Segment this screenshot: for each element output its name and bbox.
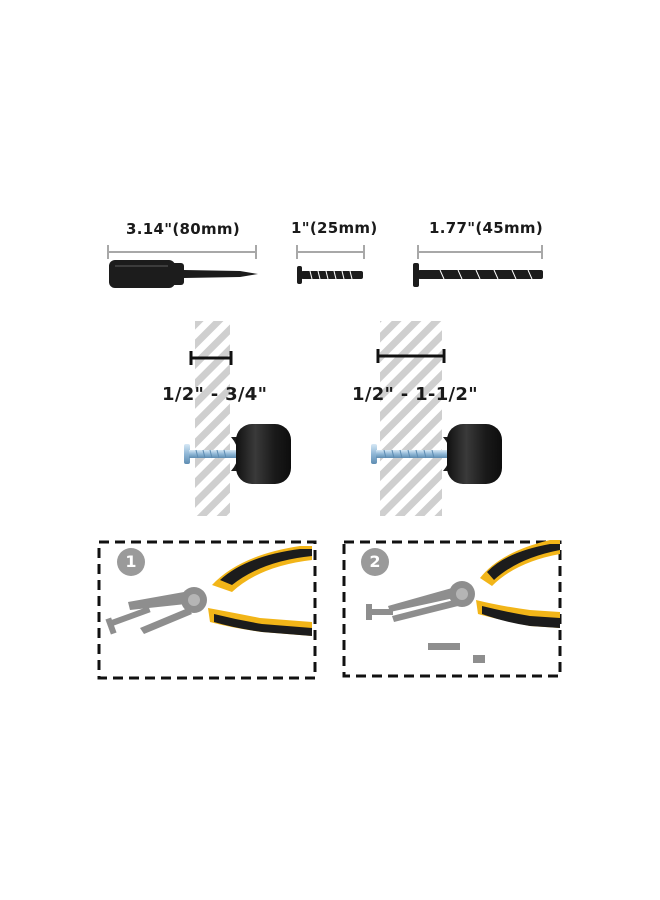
step-2-badge	[361, 548, 389, 576]
pliers-icon	[105, 546, 312, 636]
step-2-number: 2	[369, 552, 381, 571]
knob-icon	[231, 424, 291, 484]
bolt-icon	[184, 444, 243, 464]
step-2-frame	[342, 540, 562, 678]
long-screw-length-label: 1.77"(45mm)	[429, 219, 543, 237]
long-screw-dimension-line	[417, 245, 543, 259]
knob-icon	[443, 424, 502, 484]
thin-door-thickness-marker	[189, 351, 233, 365]
thick-door-thickness-marker	[376, 349, 446, 363]
bolt-icon	[371, 444, 454, 464]
step-1-badge	[117, 548, 145, 576]
long-screw-icon	[413, 263, 543, 287]
short-screw-icon	[297, 266, 363, 284]
pliers-icon	[366, 540, 560, 663]
step-1-number: 1	[125, 552, 137, 571]
screwdriver-length-label: 3.14"(80mm)	[126, 220, 240, 238]
short-screw-dimension-line	[296, 245, 365, 259]
short-screw-length-label: 1"(25mm)	[291, 219, 378, 237]
screwdriver-dimension-line	[107, 245, 257, 259]
thin-door-panel	[195, 321, 230, 516]
screwdriver-icon	[109, 260, 258, 288]
thick-door-thickness-label: 1/2" - 1-1/2"	[352, 384, 478, 405]
thin-door-thickness-label: 1/2" - 3/4"	[162, 384, 268, 405]
thick-door-panel	[380, 321, 442, 516]
